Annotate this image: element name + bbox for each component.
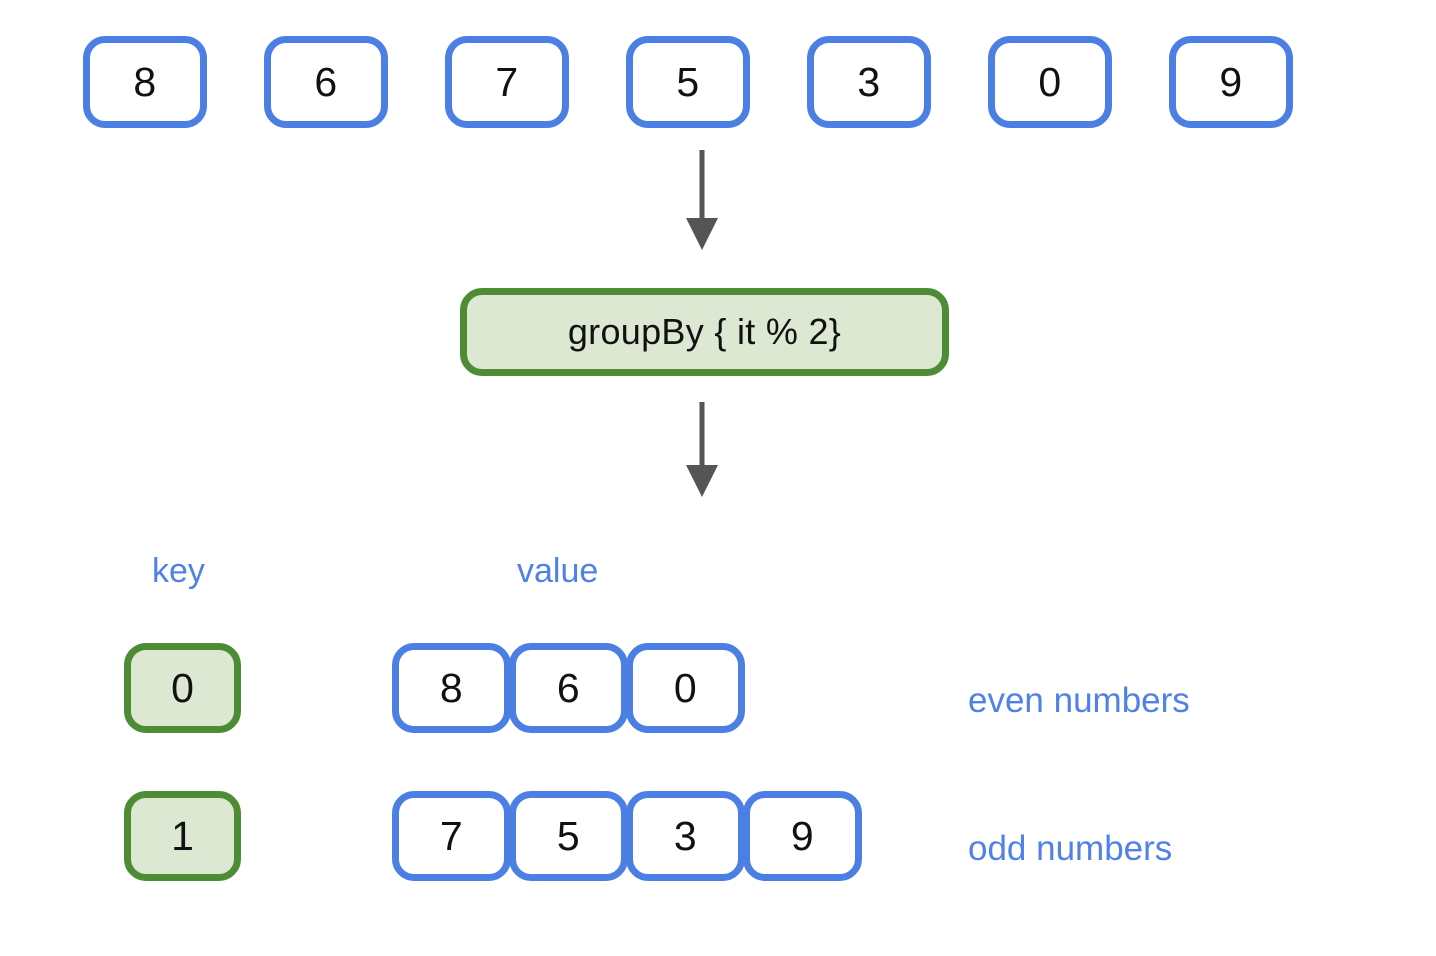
input-cell-value: 3	[857, 58, 881, 105]
result-row-0: 0 8 6 0 even numbers	[0, 643, 1436, 735]
arrow-down-icon-operation-to-result	[686, 402, 718, 497]
groupby-operation-box: groupBy { it % 2}	[460, 288, 949, 376]
value-cell-value: 5	[556, 812, 581, 859]
input-cell-1: 6	[264, 36, 388, 128]
value-cell-0-1: 6	[509, 643, 628, 733]
arrow-down-icon-input-to-operation	[686, 150, 718, 250]
input-cell-value: 7	[495, 58, 519, 105]
input-cell-6: 9	[1169, 36, 1293, 128]
value-cell-value: 0	[673, 664, 698, 711]
groupby-label: groupBy { it % 2}	[567, 311, 842, 352]
input-cell-4: 3	[807, 36, 931, 128]
value-cell-value: 3	[673, 812, 698, 859]
input-cell-value: 6	[314, 58, 338, 105]
key-cell-value: 1	[171, 812, 194, 859]
input-cell-2: 7	[445, 36, 569, 128]
group-note-odd: odd numbers	[968, 829, 1173, 868]
input-cell-5: 0	[988, 36, 1112, 128]
result-row-1: 1 7 5 3 9 odd numbers	[0, 791, 1436, 883]
value-cell-value: 7	[439, 812, 464, 859]
key-cell-value: 0	[171, 664, 194, 711]
value-cell-0-0: 8	[392, 643, 511, 733]
input-cell-value: 8	[133, 58, 157, 105]
value-cell-0-2: 0	[626, 643, 745, 733]
input-cell-value: 9	[1219, 58, 1243, 105]
value-cell-1-2: 3	[626, 791, 745, 881]
key-cell-0: 0	[124, 643, 241, 733]
column-header-value: value	[517, 552, 599, 590]
key-cell-1: 1	[124, 791, 241, 881]
value-cell-value: 9	[790, 812, 815, 859]
input-cell-value: 5	[676, 58, 700, 105]
value-cell-value: 8	[439, 664, 464, 711]
value-cell-1-0: 7	[392, 791, 511, 881]
value-cell-value: 6	[556, 664, 581, 711]
input-list-row: 8 6 7 5 3 0 9	[0, 0, 1436, 160]
input-cell-value: 0	[1038, 58, 1062, 105]
column-header-key: key	[152, 552, 205, 590]
input-cell-3: 5	[626, 36, 750, 128]
input-cell-0: 8	[83, 36, 207, 128]
group-note-even: even numbers	[968, 681, 1190, 720]
value-cell-1-3: 9	[743, 791, 862, 881]
value-cell-1-1: 5	[509, 791, 628, 881]
